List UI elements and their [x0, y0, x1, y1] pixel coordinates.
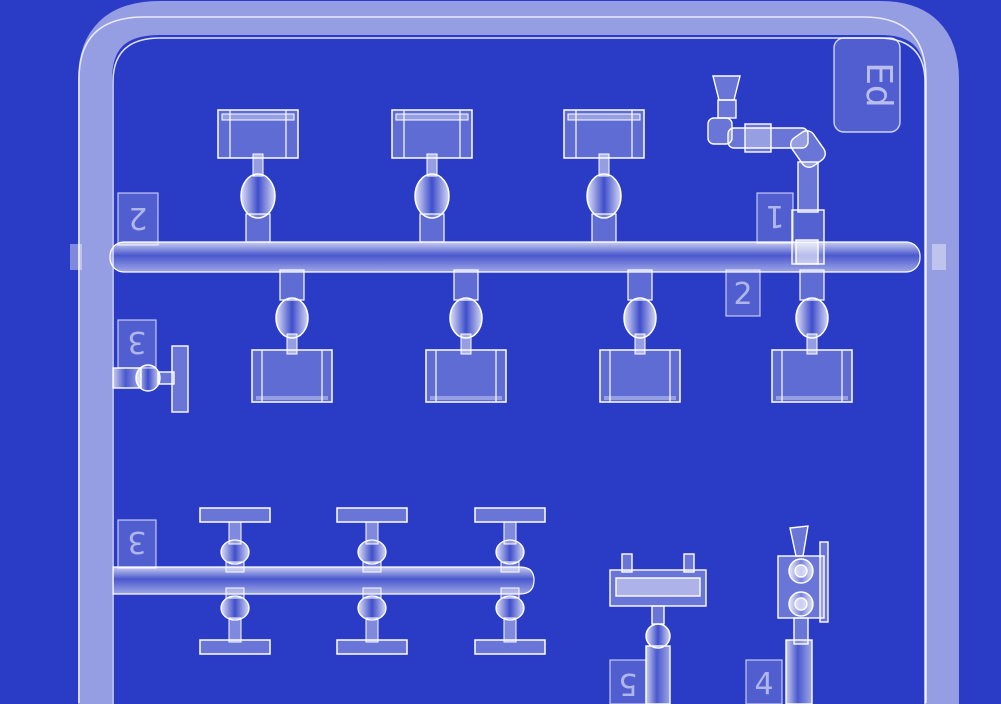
small-lamp-top-3	[474, 507, 546, 573]
svg-text:3: 3	[127, 524, 146, 559]
headlamp-lower-4	[771, 269, 853, 403]
svg-text:2: 2	[128, 200, 147, 235]
small-lamp-bottom-3	[474, 587, 546, 655]
headlamp-lower-3	[599, 269, 681, 403]
svg-text:3: 3	[127, 324, 146, 359]
small-lamp-bottom-1	[199, 587, 271, 655]
svg-text:1: 1	[765, 198, 784, 233]
side-lamp-part	[112, 345, 189, 413]
small-lamp-top-2	[336, 507, 408, 573]
part-number-5: 5	[609, 659, 647, 704]
part-number-3-lower: 3	[117, 519, 157, 569]
svg-text:5: 5	[618, 666, 637, 701]
part-number-1: 1	[756, 192, 794, 244]
part-number-4: 4	[745, 659, 783, 704]
twin-lamp-part	[777, 525, 829, 704]
part-number-3-upper: 3	[117, 319, 157, 369]
headlamp-upper-2	[391, 109, 473, 243]
headlamp-lower-2	[425, 269, 507, 403]
small-lamp-bottom-2	[336, 587, 408, 655]
lower-runner	[112, 566, 535, 595]
headlamp-upper-1	[217, 109, 299, 243]
sprue-id-mark: Ed	[833, 37, 901, 133]
svg-text:4: 4	[754, 667, 773, 702]
light-bar-part	[609, 553, 707, 704]
sprue-frame	[78, 1, 959, 704]
headlamp-upper-3	[563, 109, 645, 243]
small-lamp-top-1	[199, 507, 271, 573]
part-number-2-right: 2	[725, 269, 761, 317]
part-number-2-left: 2	[117, 192, 159, 246]
headlamp-lower-1	[251, 269, 333, 403]
spotlight-arm-part	[707, 75, 826, 265]
upper-runner	[70, 241, 946, 273]
svg-text:2: 2	[733, 277, 752, 312]
svg-text:Ed: Ed	[858, 62, 899, 108]
